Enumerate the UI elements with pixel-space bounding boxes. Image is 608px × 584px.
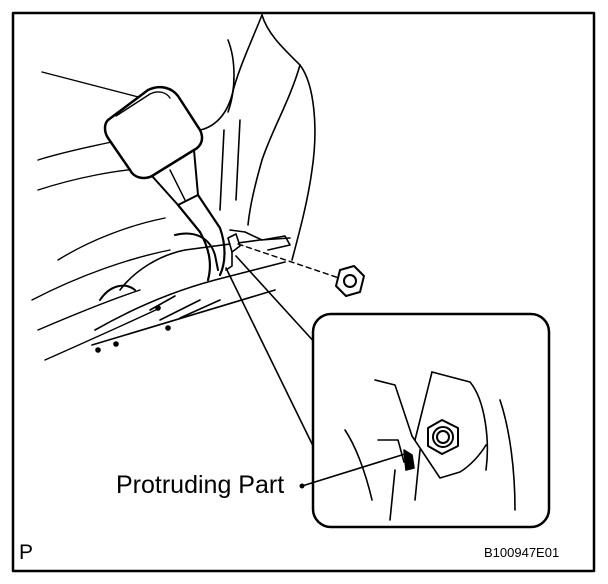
- callout-leader-lower: [225, 267, 317, 453]
- bolt-axis-dashed-line: [237, 243, 346, 281]
- protruding-part-label: Protruding Part: [116, 471, 285, 499]
- protruding-part-leader: [301, 453, 406, 487]
- protruding-part-leader-dot: [299, 483, 305, 489]
- seat-back: [199, 14, 316, 261]
- illustration-code: B100947E01: [484, 545, 560, 560]
- nut: [335, 265, 365, 297]
- detail-inset-box: [311, 312, 551, 529]
- illustration-frame: [11, 11, 596, 573]
- corner-letter-label: P: [19, 541, 34, 564]
- seat-rail: [91, 229, 291, 353]
- detail-inset-content: [344, 371, 516, 521]
- seat-belt-buckle: [103, 85, 226, 282]
- detail-bolt-head: [427, 419, 459, 455]
- callout-leader-upper: [235, 255, 318, 346]
- anchor-bolt: [225, 233, 241, 271]
